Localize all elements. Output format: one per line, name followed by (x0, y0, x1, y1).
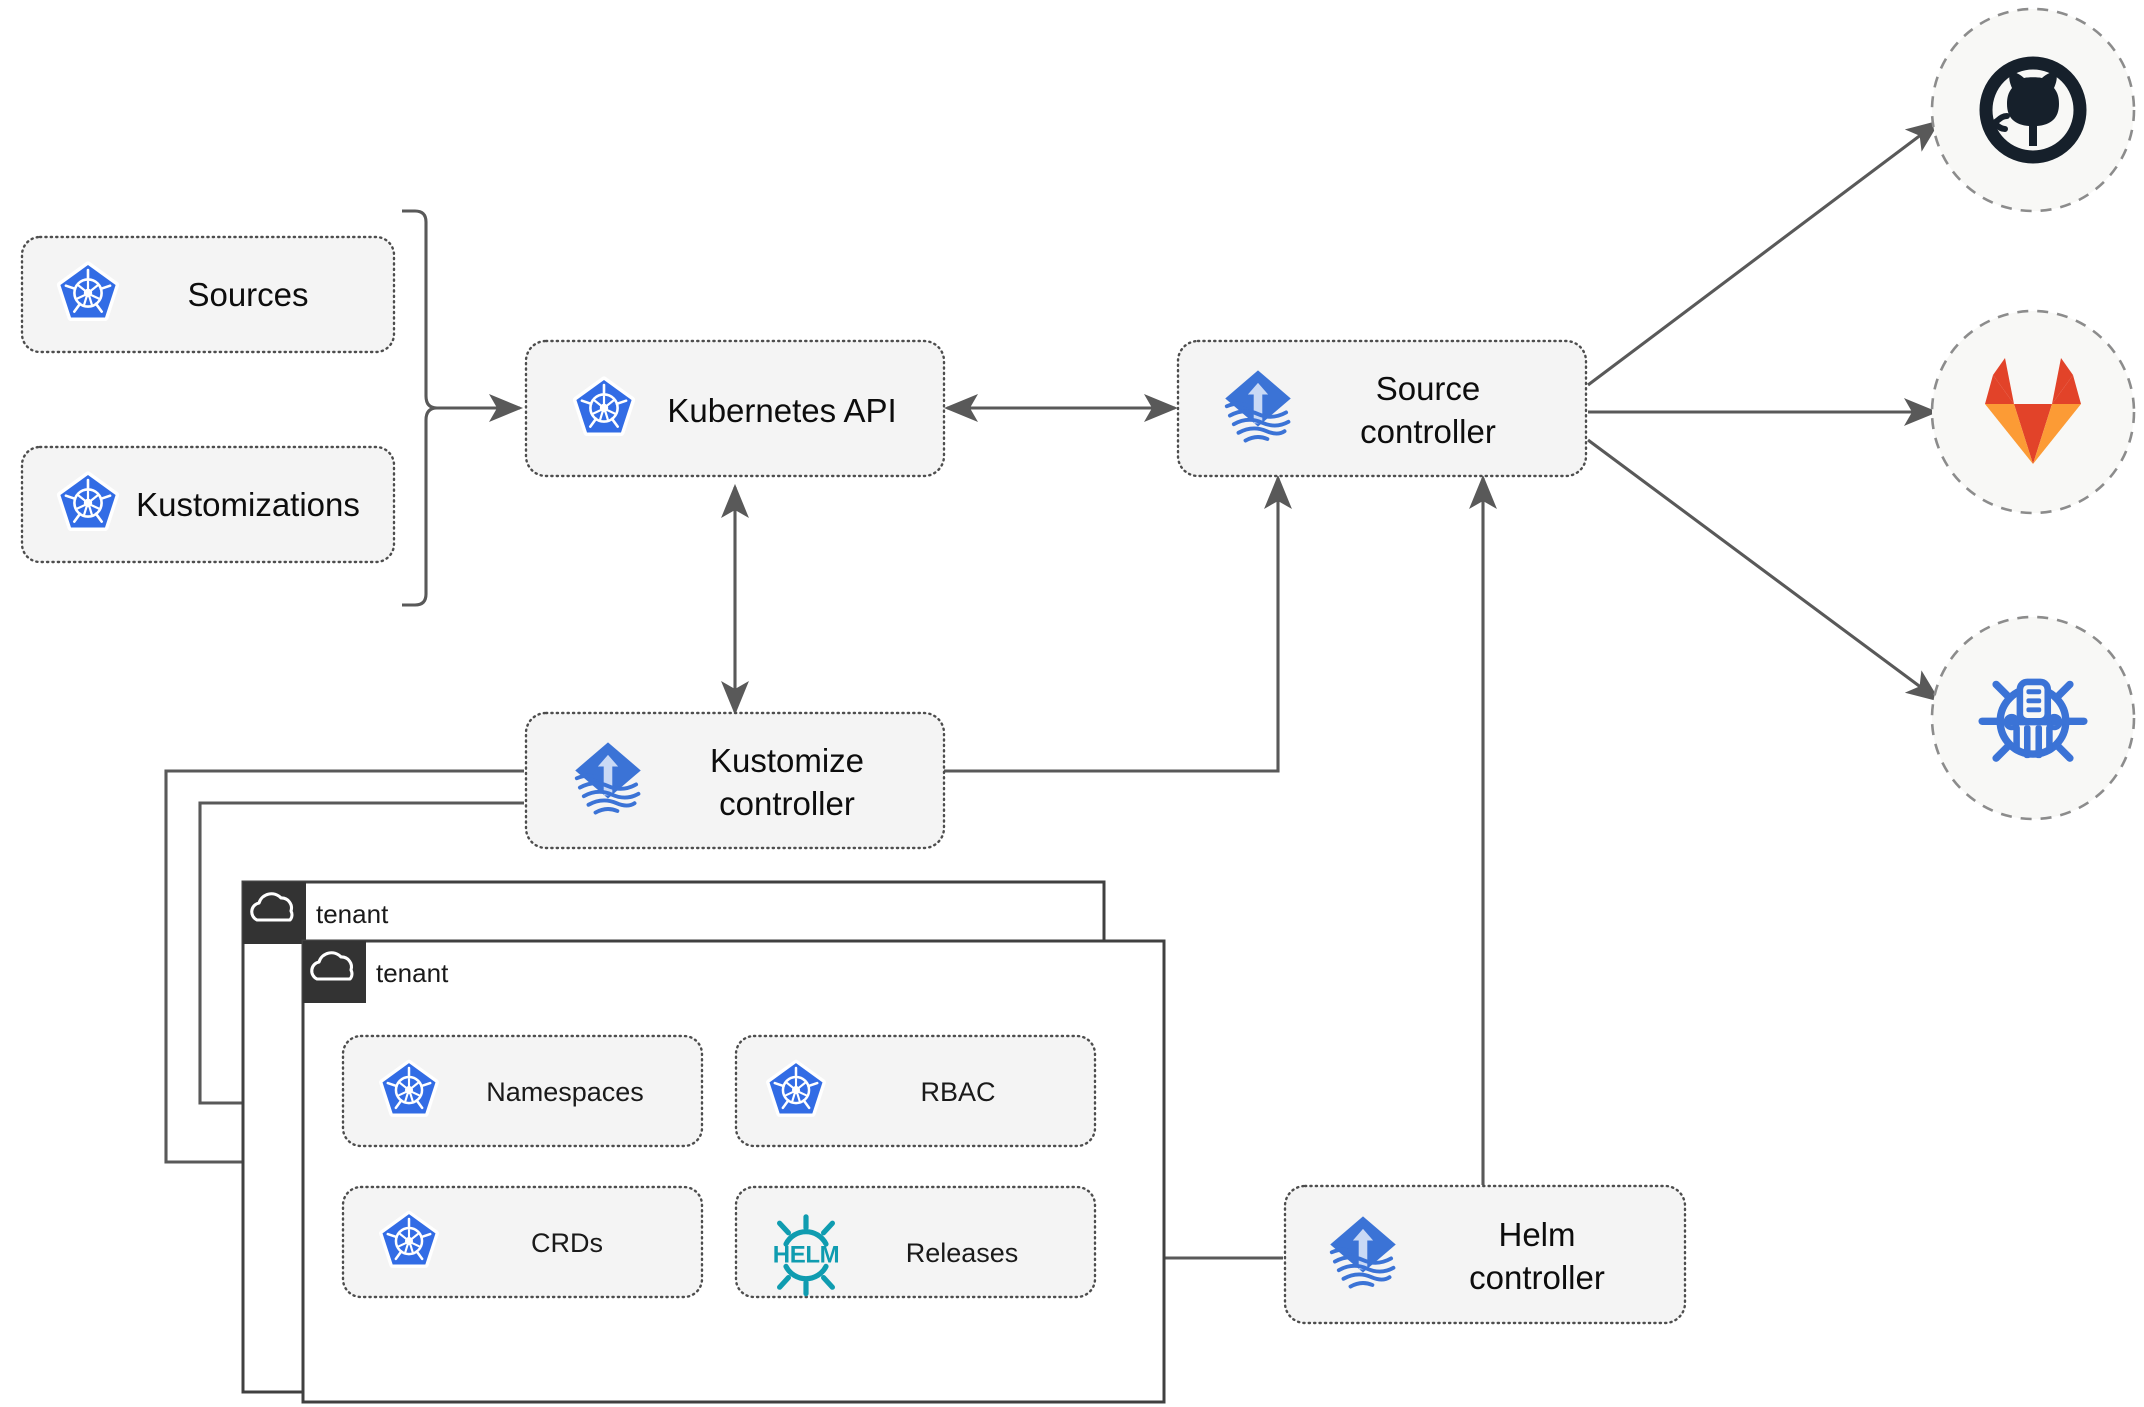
node-source-controller[interactable]: Source controller (1176, 339, 1588, 478)
node-helm-repository[interactable] (1930, 615, 2136, 821)
node-releases[interactable]: Releases (734, 1185, 1097, 1299)
tenant-header (243, 882, 306, 944)
namespaces-label: Namespaces (486, 1077, 644, 1107)
kubernetes-api-label: Kubernetes API (667, 392, 896, 429)
edge-kustomize-to-source-controller (944, 474, 1292, 773)
node-github[interactable] (1930, 7, 2136, 213)
tenant-front[interactable]: tenant (301, 939, 1166, 1404)
tenant-label: tenant (316, 899, 389, 929)
tenant-label: tenant (376, 958, 449, 988)
node-gitlab[interactable] (1930, 309, 2136, 515)
node-rbac[interactable]: RBAC (734, 1034, 1097, 1148)
kustomize-controller-label-line2: controller (719, 785, 855, 822)
helm-controller-label-line2: controller (1469, 1259, 1605, 1296)
edge-source-controller-to-helm-repository (1587, 438, 1941, 702)
node-kustomize-controller[interactable]: Kustomize controller (524, 711, 946, 850)
tenant-header (303, 941, 366, 1003)
kustomizations-label: Kustomizations (136, 486, 360, 523)
node-crds[interactable]: CRDs (341, 1185, 704, 1299)
edge-source-controller-to-github (1587, 120, 1941, 387)
sources-label: Sources (187, 276, 308, 313)
helm-icon (773, 1217, 839, 1294)
node-helm-controller[interactable]: Helm controller (1283, 1184, 1687, 1325)
node-kubernetes-api[interactable]: Kubernetes API (524, 339, 946, 478)
crds-label: CRDs (531, 1228, 603, 1258)
rbac-label: RBAC (920, 1077, 995, 1107)
node-namespaces[interactable]: Namespaces (341, 1034, 704, 1148)
source-controller-label-line1: Source (1376, 370, 1481, 407)
node-sources[interactable]: Sources (20, 235, 396, 354)
node-kustomizations[interactable]: Kustomizations (20, 445, 396, 564)
source-controller-label-line2: controller (1360, 413, 1496, 450)
releases-label: Releases (906, 1238, 1019, 1268)
helm-controller-label-line1: Helm (1498, 1216, 1575, 1253)
kustomize-controller-label-line1: Kustomize (710, 742, 864, 779)
